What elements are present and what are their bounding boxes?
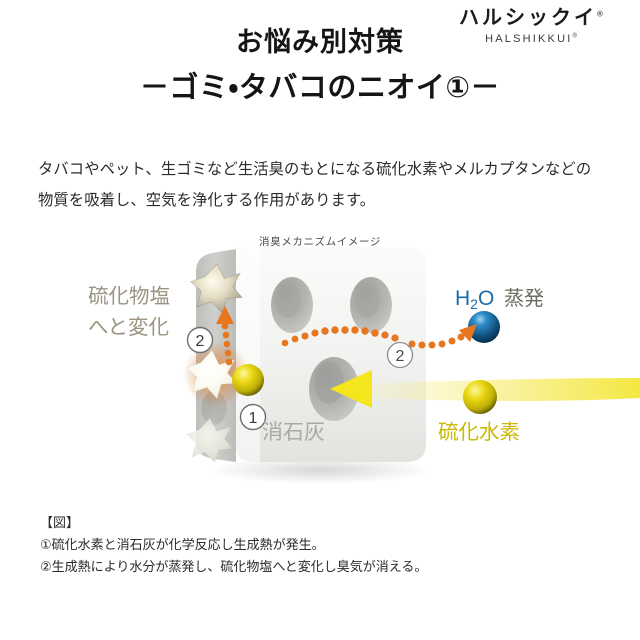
registered-mark-jp: ® xyxy=(597,9,603,19)
title-line-2: －ゴミ・タバコのニオイ①－ xyxy=(140,71,500,104)
label-slaked-lime: 消石灰 xyxy=(262,421,325,444)
mechanism-figure: 消臭メカニズムイメージ xyxy=(0,212,640,502)
label-water-formula: H xyxy=(455,287,470,310)
orange-arrow-head-left xyxy=(216,306,234,324)
step-marker-2-right: 2 xyxy=(386,341,414,369)
hydrogen-sulfide-sphere-reacting xyxy=(232,364,264,396)
label-hydrogen-sulfide: 硫化水素 xyxy=(438,421,520,444)
legend-title: 【図】 xyxy=(40,515,80,530)
registered-mark-en: ® xyxy=(572,33,577,40)
lead-paragraph: タバコやペット、生ゴミなど生活臭のもとになる硫化水素やメルカプタンなどの物質を吸… xyxy=(38,161,592,209)
mechanism-diagram: 2 1 2 硫化物塩 へと変化 H2O 蒸発 硫 xyxy=(88,246,640,484)
brand-logo: ハルシックイ® HALSHIKKUI® xyxy=(436,6,626,45)
legend-item-1: ①硫化水素と消石灰が化学反応し生成熱が発生。 xyxy=(40,536,325,552)
step-marker-2-right-label: 2 xyxy=(396,348,405,365)
absorption-arrow xyxy=(330,370,640,408)
title-line-1: お悩み別対策 xyxy=(236,27,404,57)
yellow-arrow-head xyxy=(330,370,372,408)
page-title: お悩み別対策 －ゴミ・タバコのニオイ①－ xyxy=(0,26,640,107)
brand-name-en: HALSHIKKUI® xyxy=(436,33,626,45)
figure-caption: 消臭メカニズムイメージ xyxy=(259,236,381,248)
brand-name-jp-text: ハルシックイ xyxy=(459,7,598,29)
label-water-vapor: H2O 蒸発 xyxy=(455,287,544,312)
vapor-path-dots xyxy=(216,306,477,366)
svg-text:H2O: H2O xyxy=(455,287,494,312)
step-marker-2-left: 2 xyxy=(186,326,214,354)
hydrogen-sulfide-sphere-outside xyxy=(463,380,497,414)
label-sulfide-salt-line1: 硫化物塩 xyxy=(88,285,170,308)
label-water-formula-tail: O xyxy=(478,287,494,310)
step-markers: 2 1 2 xyxy=(186,326,414,431)
brand-name-en-text: HALSHIKKUI xyxy=(485,33,573,45)
step-marker-2-left-label: 2 xyxy=(196,333,205,350)
step-marker-1-label: 1 xyxy=(249,410,258,427)
crystal-dormant xyxy=(186,418,233,463)
crystal-reacting xyxy=(185,349,238,400)
label-sulfide-salt-line2: へと変化 xyxy=(88,316,169,339)
label-water-word: 蒸発 xyxy=(504,287,544,310)
brand-name-jp: ハルシックイ® xyxy=(459,6,603,30)
step-marker-1: 1 xyxy=(239,403,267,431)
legend-item-2: ②生成熱により水分が蒸発し、硫化物塩へと変化し臭気が消える。 xyxy=(40,558,428,574)
lime-crystals xyxy=(183,263,249,463)
figure-legend: 【図】 ①硫化水素と消石灰が化学反応し生成熱が発生。 ②生成熱により水分が蒸発し… xyxy=(40,512,600,577)
diagram-labels: 硫化物塩 へと変化 H2O 蒸発 硫化水素 消石灰 xyxy=(88,285,544,444)
water-vapor-sphere xyxy=(468,311,500,343)
orange-arrow-head-right xyxy=(459,324,477,342)
label-water-subscript: 2 xyxy=(470,296,478,312)
